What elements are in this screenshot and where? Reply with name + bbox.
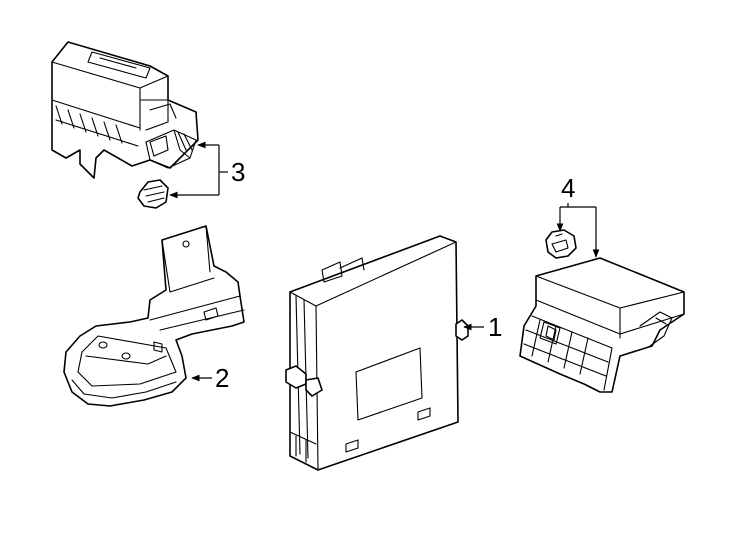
callout-4-label: 4 <box>561 173 575 203</box>
part-3-module-cover <box>51 41 199 179</box>
callout-1: 1 <box>463 312 502 342</box>
callout-3-label: 3 <box>231 157 245 187</box>
callout-3: 3 <box>169 141 245 199</box>
part-4-module-assembly <box>519 257 685 393</box>
part-3-connector-plug <box>137 179 169 209</box>
part-2-bracket <box>63 225 245 407</box>
callout-4: 4 <box>556 173 600 258</box>
part-1-control-module <box>285 235 469 471</box>
callout-2-label: 2 <box>215 363 229 393</box>
callout-1-label: 1 <box>488 312 502 342</box>
part-4-clip <box>545 229 577 259</box>
callout-2: 2 <box>191 363 229 393</box>
